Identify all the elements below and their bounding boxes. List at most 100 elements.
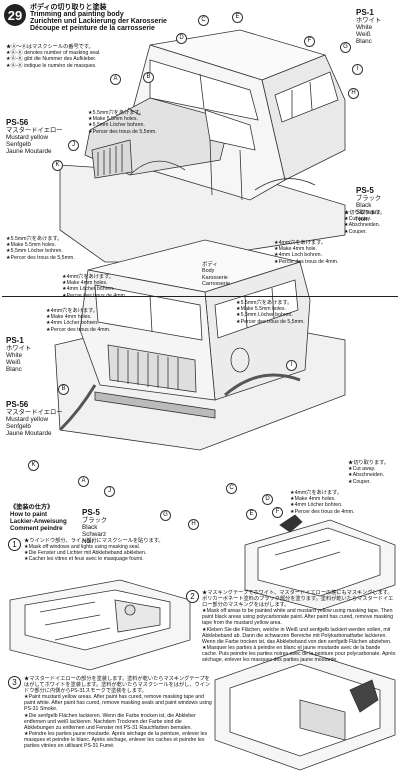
step-3-text: ★マスタードイエローの部分を塗装します。塗料が乾いたらマスキングテープをはがして… — [24, 676, 212, 749]
paint-name-en: Mustard yellow — [6, 134, 48, 141]
howto-de: Lackier-Anweisung — [10, 518, 67, 525]
paint-name-ja: マスタードイエロー — [6, 409, 63, 416]
paint-code: PS-5 — [82, 508, 100, 517]
masking-legend: ★Ⓐ～Ⓚはマスクシールの番号です。 ★Ⓐ-Ⓚ denotes number of… — [6, 44, 101, 69]
masking-letter-j: J — [68, 140, 79, 151]
note-line: ★Make 4mm hole. — [274, 246, 317, 253]
masking-letter-i: I — [286, 360, 297, 371]
masking-letter-h: H — [348, 88, 359, 99]
step-2-number: 2 — [186, 590, 199, 603]
note-line: ★5,5mm Löcher bohren. — [88, 122, 145, 129]
masking-letter-g: G — [160, 510, 171, 521]
step-3-number: 3 — [8, 676, 21, 689]
step-3-fr: ★Peindre les parties jaune moutarde. Apr… — [24, 730, 208, 750]
legend-line: ★Ⓐ-Ⓚ indique le numéro de masques. — [6, 62, 97, 69]
note-line: ★Make 5.5mm holes. — [88, 116, 138, 123]
masking-letter-g: G — [340, 42, 351, 53]
step-number-badge: 29 — [4, 4, 26, 26]
howto-en: How to paint — [10, 511, 48, 518]
masking-letter-b: B — [58, 384, 69, 395]
note-line: ★切り取ります。 — [344, 210, 385, 216]
note-line: ★4mm Löcher bohren. — [290, 502, 343, 509]
paint-name-en: Mustard yellow — [6, 416, 48, 423]
paint-name-de: Schwarz — [82, 531, 107, 538]
paint-name-fr: Noir — [356, 216, 368, 223]
body-label-fr: Carrosserie — [202, 280, 230, 287]
step-1-de: ★Die Fenster und Lichter mit Abklebeband… — [24, 550, 147, 557]
note-line: ★Cut away. — [348, 466, 376, 473]
note-line: ★切り取ります。 — [348, 460, 389, 466]
step-1-fr: ★Cacher les vitres et feux avec le masqu… — [24, 556, 144, 563]
step3-drawing — [214, 649, 396, 771]
step-1-ja: ★ウインドウ部分、ライト部分にマスクシールを貼ります。 — [24, 538, 164, 544]
masking-letter-e: E — [232, 12, 243, 23]
masking-letter-c: C — [226, 483, 237, 494]
masking-letter-a: A — [110, 74, 121, 85]
step-title-de: Zurichten und Lackierung der Karosserie — [30, 18, 167, 25]
legend-line: ★Ⓐ-Ⓚ gibt die Nummer des Aufkleber. — [6, 56, 97, 63]
paint-name-ja: ブラック — [356, 195, 382, 202]
paint-code: PS-56 — [6, 118, 29, 127]
paint-code: PS-1 — [6, 336, 24, 345]
masking-letter-b: B — [143, 72, 154, 83]
paint-name-de: Senfgelb — [6, 141, 31, 148]
step-title-en: Trimming and painting body — [30, 11, 124, 18]
paint-code: PS-56 — [6, 400, 29, 409]
step-1-en: ★Mask off windows and lights using maski… — [24, 544, 141, 551]
note-line: ★Abschneiden. — [348, 472, 385, 479]
paint-name-en: White — [356, 24, 373, 31]
section-divider — [2, 296, 398, 297]
body-label-ja: ボディ — [202, 262, 218, 268]
note-line: ★4mm Loch bohren. — [274, 252, 322, 259]
paint-name-en: Black — [356, 202, 372, 209]
step-title-fr: Découpe et peinture de la carrosserie — [30, 25, 155, 32]
step-title-ja: ボディの切り取りと塗装 — [30, 4, 107, 11]
masking-letter-c: C — [198, 15, 209, 26]
paint-code: PS-5 — [356, 186, 374, 195]
note-cut-top: ★切り取ります。 ★Cut away. ★Abschneiden. ★Coupe… — [344, 210, 385, 235]
note-line: ★Make 4mm holes. — [290, 496, 336, 503]
howto-ja: 《塗装の仕方》 — [10, 504, 54, 511]
note-line: ★Make 4mm holes. — [46, 314, 92, 321]
note-line: ★Percer des trous de 5,5mm. — [236, 318, 305, 325]
note-line: ★Percer des trous de 5,5mm. — [88, 128, 157, 135]
paint-name-de: Weiß — [356, 31, 371, 38]
how-to-paint-heading: 《塗装の仕方》 How to paint Lackier-Anweisung C… — [10, 504, 67, 532]
note-holes55-mid: ★5.5mm穴をあけます。 ★Make 5.5mm holes. ★5,5mm … — [236, 300, 305, 325]
paint-ps1-mid: PS-1 ホワイト White Weiß Blanc — [6, 336, 31, 373]
note-line: ★5.5mm穴をあけます。 — [88, 110, 145, 116]
paint-name-en: White — [6, 352, 23, 359]
note-line: ★5.5mm穴をあけます。 — [236, 300, 293, 306]
paint-ps5-top: PS-5 ブラック Black Schwarz Noir — [356, 186, 381, 223]
legend-line: ★Ⓐ～Ⓚはマスクシールの番号です。 — [6, 44, 94, 50]
note-line: ★Percer des trous de 4mm. — [46, 326, 111, 333]
step-2-fr: ★Masquer les parties à peindre en blanc … — [202, 644, 396, 664]
masking-letter-k: K — [52, 160, 63, 171]
step-3-en: ★Paint mustard yellow areas. After paint… — [24, 694, 212, 713]
masking-letter-f: F — [272, 507, 283, 518]
step-2-ja: ★マスキングテープでホワイト、マスタードイエローの境にもマスキングします。ポリカ… — [202, 590, 394, 609]
note-holes4-bottom: ★4mm穴をあけます。 ★Make 4mm holes. ★4mm Löcher… — [62, 274, 126, 299]
masking-letter-j: J — [104, 486, 115, 497]
note-line: ★4mm穴をあけます。 — [62, 274, 114, 280]
paint-name-de: Senfgelb — [6, 423, 31, 430]
step-3-de: ★Die senfgelb Flächen lackieren. Wenn di… — [24, 712, 196, 731]
step2-drawing — [244, 514, 396, 611]
note-line: ★Cut away. — [344, 216, 372, 223]
body-label-de: Karosserie — [202, 274, 228, 281]
middle-body-drawing — [54, 239, 346, 451]
masking-letter-d: D — [262, 494, 273, 505]
legend-line: ★Ⓐ-Ⓚ denotes number of masking seal. — [6, 50, 101, 57]
step-3-ja: ★マスタードイエローの部分を塗装します。塗料が乾いたらマスキングテープをはがして… — [24, 676, 211, 695]
note-holes4-mid: ★4mm穴をあけます。 ★Make 4mm holes. ★4mm Löcher… — [46, 308, 110, 333]
note-line: ★Percer des trous de 4mm. — [290, 508, 355, 515]
note-line: ★Make 5.5mm holes. — [6, 242, 56, 249]
paint-ps56-mid: PS-56 マスタードイエロー Mustard yellow Senfgelb … — [6, 400, 63, 437]
note-line: ★4mm Löcher bohren. — [62, 286, 115, 293]
note-line: ★4mm穴をあけます。 — [290, 490, 342, 496]
note-line: ★Make 4mm holes. — [62, 280, 108, 287]
paint-name-fr: Noir — [82, 538, 94, 545]
note-line: ★4mm穴をあけます。 — [274, 240, 326, 246]
paint-name-ja: ブラック — [82, 517, 108, 524]
note-line: ★5,5mm Löcher bohren. — [236, 312, 293, 319]
